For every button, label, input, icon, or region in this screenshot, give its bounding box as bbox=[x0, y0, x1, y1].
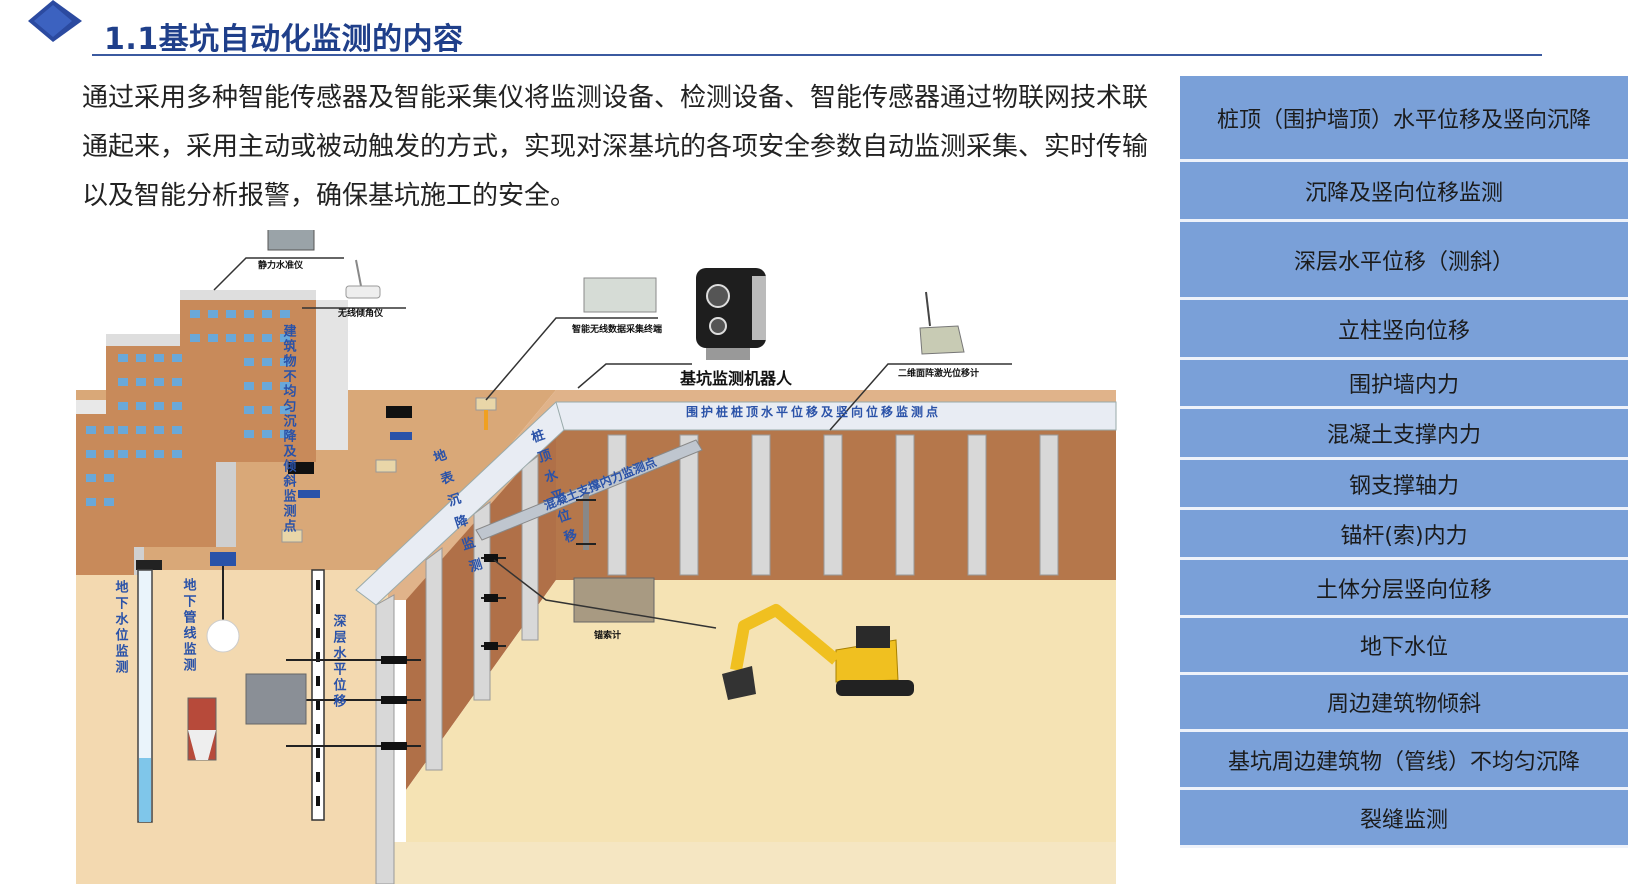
intro-paragraph: 通过采用多种智能传感器及智能采集仪将监测设备、检测设备、智能传感器通过物联网技术… bbox=[82, 83, 1149, 211]
monitor-item: 立柱竖向位移 bbox=[1180, 300, 1628, 360]
monitor-item: 深层水平位移（测斜） bbox=[1180, 222, 1628, 300]
pit-floor bbox=[406, 580, 1116, 842]
label-pipeline: 地下管线监测 bbox=[181, 577, 197, 674]
inclinometer-tube bbox=[311, 569, 325, 821]
monitoring-robot-icon bbox=[696, 268, 766, 360]
label-anchor-meter: 锚索计 bbox=[594, 629, 621, 641]
label-static-level: 静力水准仪 bbox=[258, 259, 304, 271]
photo-inset-pipeline bbox=[245, 673, 307, 725]
laser-meter-icon bbox=[919, 291, 965, 355]
label-wireless-tilt: 无线倾角仪 bbox=[337, 307, 384, 319]
label-groundwater: 地下水位监测 bbox=[113, 579, 129, 676]
label-building-settlement: 建筑物不均匀沉降及倾斜监测点 bbox=[281, 323, 298, 534]
header: 1.1基坑自动化监测的内容 bbox=[0, 0, 1560, 60]
monitor-item: 裂缝监测 bbox=[1180, 790, 1628, 848]
monitor-item: 桩顶（围护墙顶）水平位移及竖向沉降 bbox=[1180, 76, 1628, 162]
title-diamond-icon bbox=[28, 0, 82, 42]
photo-inset-level bbox=[267, 230, 315, 251]
wireless-tilt-icon bbox=[345, 259, 381, 299]
monitor-item: 地下水位 bbox=[1180, 618, 1628, 675]
label-pile-top-points: 围护桩桩顶水平位移及竖向位移监测点 bbox=[686, 404, 941, 419]
monitor-item: 围护墙内力 bbox=[1180, 360, 1628, 409]
wireless-terminal-icon bbox=[583, 277, 657, 313]
monitor-item: 沉降及竖向位移监测 bbox=[1180, 162, 1628, 222]
label-deep-horizontal: 深层水平位移 bbox=[331, 613, 347, 710]
label-wireless-terminal: 智能无线数据采集终端 bbox=[572, 323, 662, 335]
excavator-icon bbox=[722, 604, 914, 700]
monitor-item: 周边建筑物倾斜 bbox=[1180, 675, 1628, 732]
foundation-pit-illustration: 静力水准仪 无线倾角仪 智能无线数据采集终端 基坑监测机器人 二维面阵激光位移计… bbox=[76, 230, 1178, 884]
monitor-item: 钢支撑轴力 bbox=[1180, 460, 1628, 510]
photo-inset-anchor bbox=[573, 577, 655, 623]
monitor-item: 基坑周边建筑物（管线）不均匀沉降 bbox=[1180, 732, 1628, 790]
page-title: 1.1基坑自动化监测的内容 bbox=[104, 22, 464, 57]
building-group bbox=[76, 290, 348, 575]
monitor-item: 锚杆(索)内力 bbox=[1180, 510, 1628, 560]
label-laser-meter: 二维面阵激光位移计 bbox=[898, 367, 979, 379]
monitor-items-list: 桩顶（围护墙顶）水平位移及竖向沉降 沉降及竖向位移监测 深层水平位移（测斜） 立… bbox=[1180, 76, 1628, 848]
label-robot: 基坑监测机器人 bbox=[679, 369, 793, 388]
monitor-item: 混凝土支撑内力 bbox=[1180, 409, 1628, 460]
monitor-item: 土体分层竖向位移 bbox=[1180, 560, 1628, 618]
header-divider bbox=[92, 54, 1542, 56]
